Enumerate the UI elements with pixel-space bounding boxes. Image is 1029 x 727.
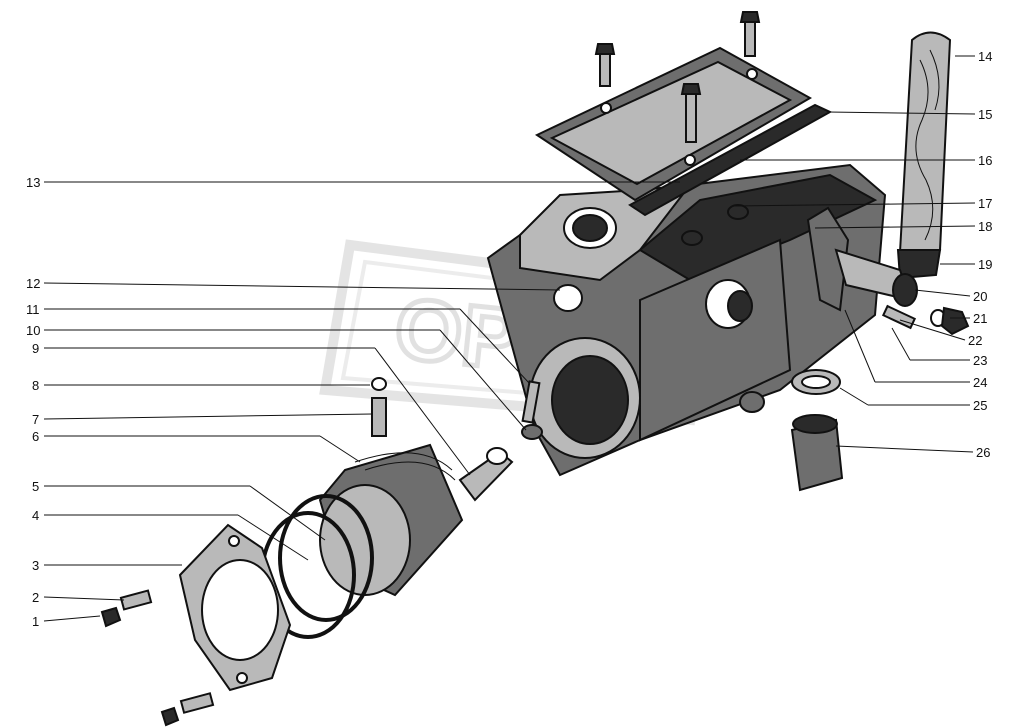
callout-6: 6 xyxy=(32,429,39,444)
fasteners xyxy=(100,589,215,727)
small-pins xyxy=(371,377,543,440)
callout-1: 1 xyxy=(32,614,39,629)
callout-10: 10 xyxy=(26,323,40,338)
callout-25: 25 xyxy=(973,398,987,413)
housing xyxy=(486,163,887,477)
lever-handle xyxy=(896,31,952,280)
cover-studs xyxy=(594,11,761,143)
top-cover xyxy=(534,46,833,217)
callout-14: 14 xyxy=(978,49,992,64)
callout-11: 11 xyxy=(26,302,40,317)
callout-labels: 1 2 3 4 5 6 7 8 9 10 11 12 13 14 15 16 1… xyxy=(26,49,992,629)
callout-20: 20 xyxy=(973,289,987,304)
callout-12: 12 xyxy=(26,276,40,291)
piston xyxy=(318,443,514,597)
callout-19: 19 xyxy=(978,257,992,272)
callout-3: 3 xyxy=(32,558,39,573)
callout-21: 21 xyxy=(973,311,987,326)
callout-8: 8 xyxy=(32,378,39,393)
callout-22: 22 xyxy=(968,333,982,348)
side-shaft xyxy=(806,206,970,336)
callout-18: 18 xyxy=(978,219,992,234)
leader-lines xyxy=(43,55,976,622)
drain-plug xyxy=(790,369,844,492)
callout-23: 23 xyxy=(973,353,987,368)
end-flange xyxy=(178,523,292,692)
callout-17: 17 xyxy=(978,196,992,211)
callout-16: 16 xyxy=(978,153,992,168)
callout-5: 5 xyxy=(32,479,39,494)
callout-15: 15 xyxy=(978,107,992,122)
callout-9: 9 xyxy=(32,341,39,356)
callout-26: 26 xyxy=(976,445,990,460)
callout-13: 13 xyxy=(26,175,40,190)
callout-2: 2 xyxy=(32,590,39,605)
callout-7: 7 xyxy=(32,412,39,427)
callout-4: 4 xyxy=(32,508,39,523)
callout-24: 24 xyxy=(973,375,987,390)
